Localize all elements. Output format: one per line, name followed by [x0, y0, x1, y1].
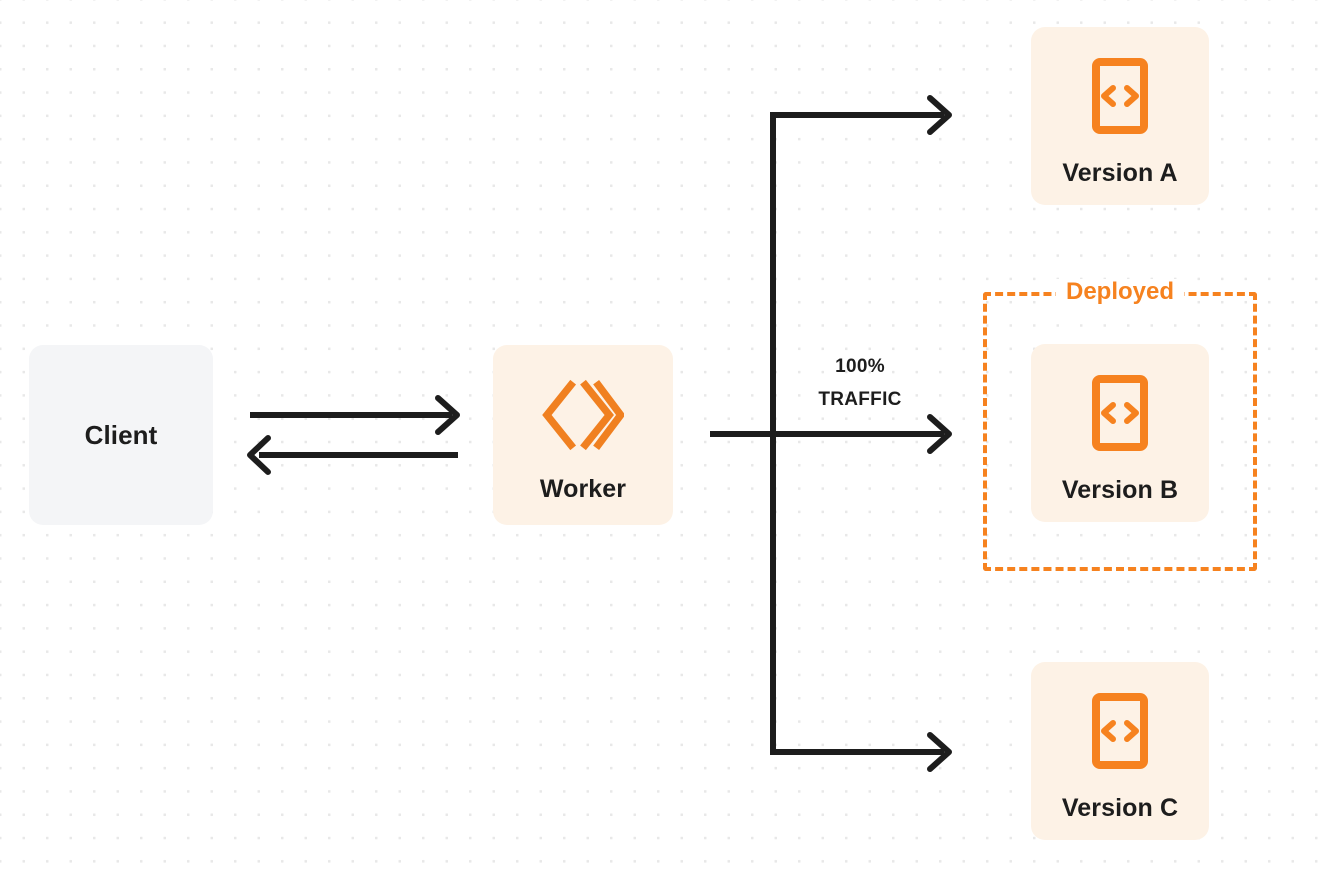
node-version-b-label: Version B — [1061, 476, 1179, 504]
edge-worker-to-version-b — [710, 414, 952, 454]
group-deployed-label: Deployed — [1055, 279, 1185, 305]
edge-client-to-worker — [250, 395, 460, 435]
node-version-b[interactable]: Version B — [1031, 344, 1209, 522]
edge-worker-to-version-c — [770, 732, 952, 772]
node-version-a-label: Version A — [1062, 159, 1178, 187]
traffic-label: 100% TRAFFIC — [790, 350, 930, 416]
code-file-icon — [1091, 692, 1149, 770]
node-client-label: Client — [84, 419, 158, 450]
node-client[interactable]: Client — [29, 345, 213, 525]
traffic-unit: TRAFFIC — [818, 389, 902, 410]
node-version-c[interactable]: Version C — [1031, 662, 1209, 840]
edge-worker-to-client — [247, 435, 458, 475]
code-file-icon — [1091, 374, 1149, 452]
node-worker-label: Worker — [539, 475, 627, 503]
cloudflare-workers-logo-icon — [542, 377, 624, 453]
group-deployed: Deployed — [983, 279, 1257, 571]
code-file-icon — [1091, 57, 1149, 135]
traffic-percent: 100% — [835, 356, 885, 377]
node-version-c-label: Version C — [1061, 794, 1179, 822]
edge-worker-to-version-a — [770, 95, 952, 135]
node-version-a[interactable]: Version A — [1031, 27, 1209, 205]
node-worker[interactable]: Worker — [493, 345, 673, 525]
